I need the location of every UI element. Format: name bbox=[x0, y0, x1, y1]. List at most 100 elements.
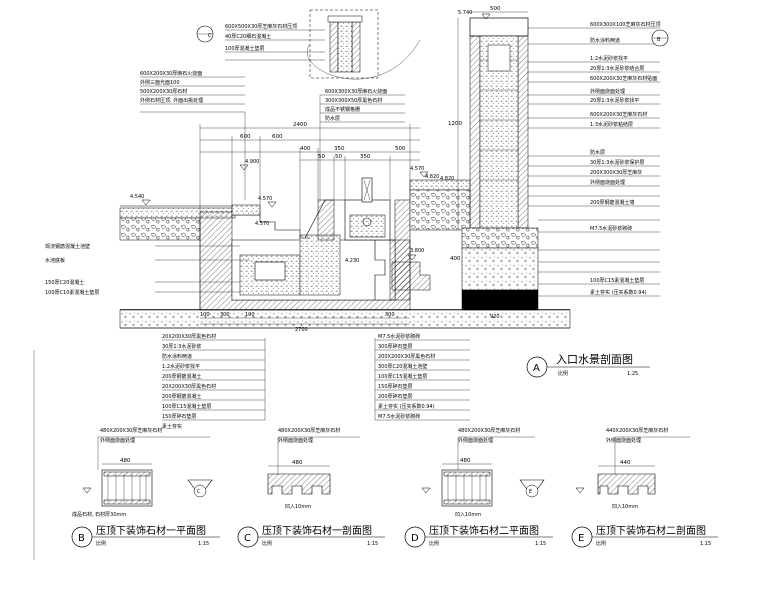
detail-b-scale-prefix: 比例 bbox=[96, 540, 106, 547]
pier-brick-base bbox=[461, 289, 539, 311]
detail-d-edges bbox=[443, 471, 491, 505]
stepped-foundation bbox=[391, 261, 431, 291]
elevation-marker bbox=[239, 164, 249, 171]
cascade-top-stone bbox=[231, 204, 261, 216]
note-bottom-right-2: 200X200X30厚黑色石材 bbox=[378, 353, 435, 360]
note-bottom-left-4: 200厚钢筋混凝土 bbox=[162, 373, 202, 380]
detail-b-title: 压顶下装饰石材一平面图 bbox=[96, 524, 206, 537]
detail-e-title: 压顶下装饰石材二剖面图 bbox=[596, 524, 706, 537]
detail-d-level-icon bbox=[421, 487, 431, 494]
note-callout-c-2: 100厚混凝土垫层 bbox=[225, 45, 265, 52]
detail-d-side-note: 凹入10mm bbox=[455, 512, 481, 518]
dim-bottom-1: 300 bbox=[220, 312, 230, 318]
note-left-3: 100厚C10素混凝土垫层 bbox=[45, 289, 99, 296]
note-top-left-1: 外侧三面光面100 bbox=[140, 79, 180, 86]
note-callout-c-1: 40厚C20细石混凝土 bbox=[225, 33, 271, 40]
detail-b: C 480 480X200X30厚芝麻灰石材 外侧面烧面处理 成品石材, 石材厚… bbox=[71, 427, 220, 548]
callout-b-letter: B bbox=[657, 37, 661, 43]
note-bottom-left-5: 20X200X30厚黑色石材 bbox=[162, 383, 216, 390]
pool-sump bbox=[254, 261, 286, 281]
note-right-0: 600X300X100芝麻灰石材压顶 bbox=[590, 21, 660, 28]
note-right-5: 外侧面烧面处理 bbox=[590, 88, 625, 95]
note-callout-c-0: 600X500X30厚芝麻灰石材压顶 bbox=[225, 23, 297, 30]
note-bottom-left-3: 1:2水泥砂浆找平 bbox=[162, 363, 200, 370]
elevation-8: 3.800 bbox=[410, 248, 424, 254]
detail-d-marker: D bbox=[411, 533, 419, 544]
pier-cap bbox=[469, 17, 529, 37]
dim-top-5: 50 bbox=[318, 154, 325, 160]
note-right-3: 20厚1:3水泥砂浆结合层 bbox=[590, 65, 644, 72]
note-bottom-left-6: 200厚钢筋混凝土 bbox=[162, 393, 202, 400]
left-gravel bbox=[119, 217, 201, 241]
leader-top-left bbox=[140, 76, 246, 200]
dim-bottom-4: 300 bbox=[385, 312, 395, 318]
callout-c-link bbox=[307, 39, 421, 80]
elevation-marker bbox=[141, 199, 151, 206]
note-right-7: 600X200X30芝麻灰石材 bbox=[590, 111, 647, 118]
note-right-11: 200X300X30厚芝麻灰 bbox=[590, 169, 642, 176]
detail-e-scale-prefix: 比例 bbox=[596, 540, 606, 547]
detail-d-cut-circle bbox=[525, 484, 539, 498]
note-top-mid-2: 成品不锈钢格栅 bbox=[325, 106, 360, 113]
section-scale: 1:25 bbox=[627, 371, 638, 377]
pool-channel-fill bbox=[299, 234, 341, 296]
detail-d-title: 压顶下装饰石材二平面图 bbox=[429, 524, 539, 537]
elevation-2: 4.900 bbox=[245, 159, 259, 165]
footing-steps bbox=[374, 240, 386, 300]
dim-top-2: 600 bbox=[272, 134, 283, 140]
note-bottom-right-3: 300厚C20混凝土池壁 bbox=[378, 363, 427, 370]
leader-bottom-left bbox=[162, 338, 266, 421]
leader-right bbox=[528, 27, 660, 297]
note-bottom-right-0: M7.5水泥砂浆砌砖 bbox=[378, 333, 420, 340]
note-bottom-left-2: 防水涂料两道 bbox=[162, 353, 192, 360]
note-bottom-right-4: 100厚C15混凝土垫层 bbox=[378, 373, 427, 380]
pier-dim-top: 500 bbox=[490, 6, 501, 12]
elevation-marker bbox=[267, 201, 277, 208]
detail-c-note-1: 外侧面烧面处理 bbox=[278, 437, 313, 444]
pump-icon bbox=[362, 217, 372, 227]
note-left-1: 水池底板 bbox=[45, 257, 65, 264]
detail-b-dim-value: 480 bbox=[120, 458, 131, 464]
pier-left-veneer bbox=[469, 35, 481, 229]
detail-d-note-1: 外侧面烧面处理 bbox=[458, 437, 493, 444]
detail-d-cut-letter: E bbox=[529, 489, 532, 495]
detail-c-side-note: 凹入10mm bbox=[285, 504, 311, 510]
note-right-10: 30厚1:3水泥砂浆保护层 bbox=[590, 159, 644, 166]
note-right-1: 防水涂料两道 bbox=[590, 37, 620, 44]
elevation-7: 4.820 bbox=[440, 176, 454, 182]
note-top-left-3: 外侧石材压顶, 外面出挑处理 bbox=[140, 97, 203, 104]
note-top-mid-0: 600X300X30厚麻石火烧面 bbox=[325, 88, 387, 95]
note-left-0: 现浇钢筋混凝土池壁 bbox=[45, 243, 90, 250]
note-bottom-left-0: 20X200X30厚黑色石材 bbox=[162, 333, 216, 340]
dim-top-7: 350 bbox=[360, 154, 371, 160]
cascade-steps bbox=[232, 214, 310, 239]
dim-bottom-2: 100 bbox=[245, 312, 255, 318]
note-right-6: 20厚1:3水泥砂浆找平 bbox=[590, 97, 639, 104]
note-bottom-right-6: 200厚碎石垫层 bbox=[378, 393, 413, 400]
detail-d-scale: 1:15 bbox=[535, 541, 546, 547]
detail-e-marker: E bbox=[578, 533, 584, 544]
detail-c-title: 压顶下装饰石材一剖面图 bbox=[262, 524, 372, 537]
detail-b-leader bbox=[97, 436, 210, 470]
note-top-mid-3: 防水层 bbox=[325, 115, 340, 122]
main-texts: C B 2400 600 600 400 350 50 50 350 500 5… bbox=[45, 6, 661, 430]
note-right-8: 1:3水泥砂浆粘结层 bbox=[590, 121, 633, 128]
detail-c-scale-prefix: 比例 bbox=[262, 540, 272, 547]
detail-c-note-0: 480X200X30厚芝麻灰石材 bbox=[278, 427, 340, 434]
note-right-9: 防水层 bbox=[590, 149, 605, 156]
detail-c-marker: C bbox=[244, 533, 251, 544]
section-marker-letter: A bbox=[533, 363, 540, 374]
dim-top-6: 50 bbox=[335, 154, 342, 160]
detail-c-profile bbox=[267, 473, 331, 495]
detail-e-dim-value: 440 bbox=[620, 460, 631, 466]
right-gravel bbox=[409, 189, 471, 231]
elevation-marker bbox=[407, 254, 417, 261]
detail-e-note-0: 440X200X30厚芝麻灰石材 bbox=[606, 427, 668, 434]
dim-bottom-0: 100 bbox=[200, 312, 210, 318]
detail-c-scale: 1:15 bbox=[367, 541, 378, 547]
note-bottom-right-5: 150厚碎石垫层 bbox=[378, 383, 413, 390]
note-bottom-right-1: 300厚碎石垫层 bbox=[378, 343, 413, 350]
detail-b-side-note: 成品石材, 石材厚30mm bbox=[72, 511, 126, 518]
detail-b-level-icon bbox=[82, 487, 92, 494]
detail-d-dim-value: 480 bbox=[460, 458, 471, 464]
